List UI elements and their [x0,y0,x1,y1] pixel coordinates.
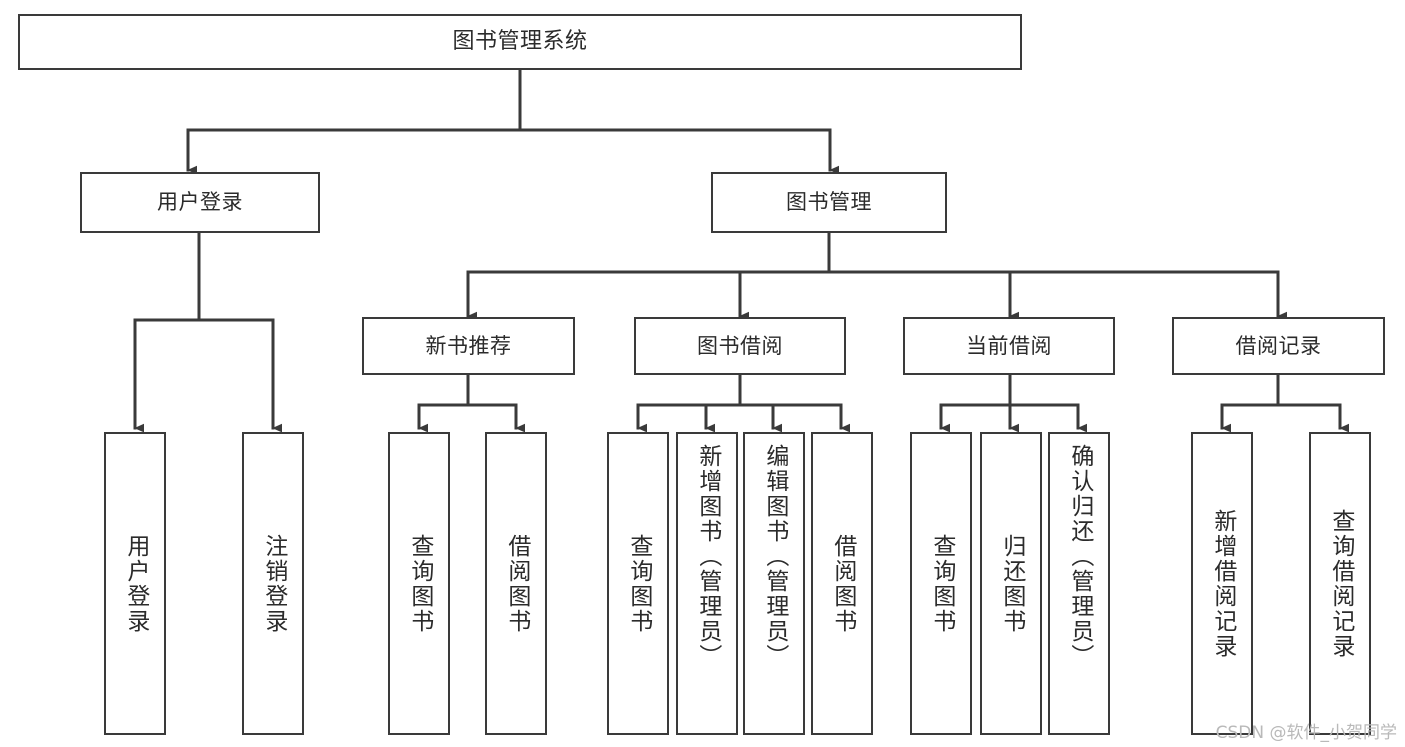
node-book-management[interactable]: 图书管理 [711,172,947,233]
node-label: 当前借阅 [966,333,1052,358]
node-label: 借阅记录 [1235,333,1322,358]
node-label: 用户登录 [122,533,149,634]
leaf-query-borrow-record[interactable]: 查询借阅记录 [1309,432,1371,735]
node-label: 新增借阅记录 [1209,508,1236,659]
node-borrow-record[interactable]: 借阅记录 [1172,317,1385,375]
node-label: 新书推荐 [425,333,512,358]
leaf-borrow-book-recommend[interactable]: 借阅图书 [485,432,547,735]
node-label: 新增图书（管理员） [694,444,721,669]
node-label: 注销登录 [260,533,287,634]
node-current-borrow[interactable]: 当前借阅 [903,317,1115,375]
leaf-confirm-return-admin[interactable]: 确认归还（管理员） [1048,432,1110,735]
leaf-user-login[interactable]: 用户登录 [104,432,166,735]
node-new-book-recommend[interactable]: 新书推荐 [362,317,575,375]
node-label: 查询借阅记录 [1327,508,1354,659]
node-label: 图书管理系统 [452,29,588,55]
node-label: 编辑图书（管理员） [761,444,788,669]
node-label: 确认归还（管理员） [1066,444,1093,669]
node-user-login[interactable]: 用户登录 [80,172,320,233]
node-label: 图书管理 [786,190,872,215]
node-label: 查询图书 [406,533,433,634]
leaf-add-book-admin[interactable]: 新增图书（管理员） [676,432,738,735]
node-label: 借阅图书 [829,533,856,634]
node-root-book-management-system[interactable]: 图书管理系统 [18,14,1022,70]
leaf-add-borrow-record[interactable]: 新增借阅记录 [1191,432,1253,735]
leaf-return-book[interactable]: 归还图书 [980,432,1042,735]
csdn-watermark: CSDN @软件_小贺同学 [1215,723,1397,743]
leaf-query-book-borrow[interactable]: 查询图书 [607,432,669,735]
node-label: 借阅图书 [503,533,530,634]
leaf-query-book-recommend[interactable]: 查询图书 [388,432,450,735]
node-book-borrow[interactable]: 图书借阅 [634,317,846,375]
leaf-query-book-current[interactable]: 查询图书 [910,432,972,735]
node-label: 用户登录 [157,190,243,215]
node-label: 归还图书 [998,533,1025,634]
node-label: 查询图书 [625,533,652,634]
leaf-borrow-book[interactable]: 借阅图书 [811,432,873,735]
leaf-edit-book-admin[interactable]: 编辑图书（管理员） [743,432,805,735]
leaf-logout-login[interactable]: 注销登录 [242,432,304,735]
node-label: 查询图书 [928,533,955,634]
node-label: 图书借阅 [697,333,783,358]
